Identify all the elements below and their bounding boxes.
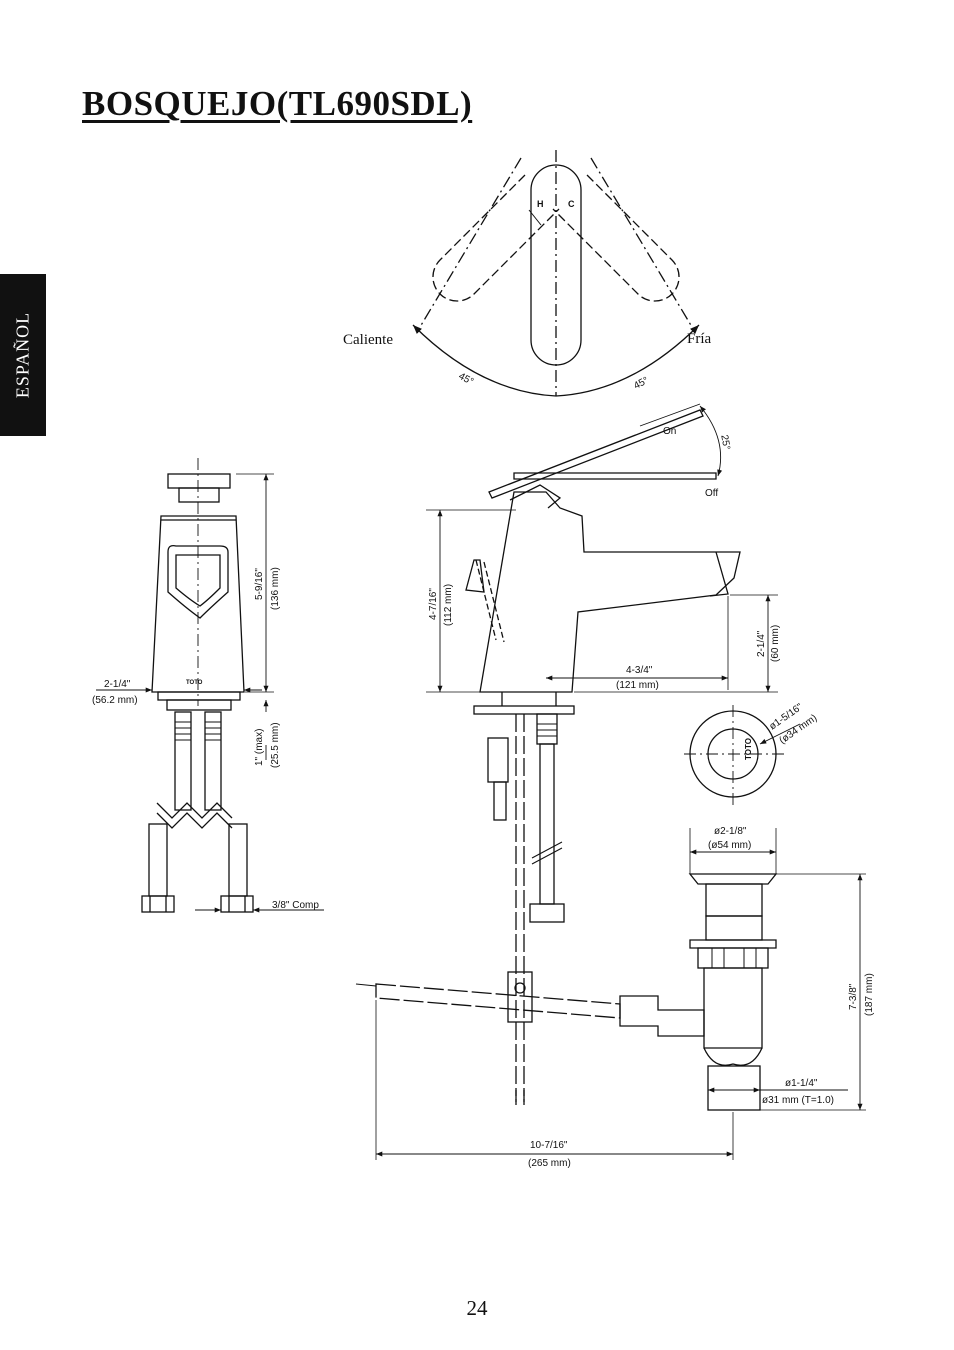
drain-assembly — [355, 705, 866, 1160]
front-connector: 3/8" Comp — [272, 900, 319, 911]
front-base-mm: (56.2 mm) — [92, 695, 138, 706]
drain-height-mm: (187 mm) — [864, 973, 875, 1016]
mark-c: C — [568, 199, 575, 209]
drain-cap-brand: TOTO — [744, 738, 753, 760]
side-height-in: 4-7/16" — [428, 588, 439, 620]
front-shank-mm: (25.5 mm) — [270, 722, 281, 768]
spout-height-in: 2-1/4" — [756, 630, 767, 657]
rod-length-mm: (265 mm) — [528, 1158, 571, 1169]
tail-in: ø1-1/4" — [785, 1078, 818, 1089]
tail-mm: ø31 mm (T=1.0) — [762, 1095, 834, 1106]
side-view — [426, 403, 778, 1102]
drain-height-in: 7-3/8" — [848, 983, 859, 1010]
side-height-mm: (112 mm) — [443, 584, 454, 626]
page-title: BOSQUEJO(TL690SDL) — [82, 84, 473, 123]
top-view — [412, 150, 700, 397]
front-brand: TOTO — [186, 680, 203, 686]
rod-length-in: 10-7/16" — [530, 1140, 568, 1151]
front-view — [96, 458, 324, 913]
flange-in: ø2-1/8" — [714, 826, 747, 837]
mark-h: H — [537, 199, 544, 209]
front-height-mm: (136 mm) — [270, 567, 281, 610]
reach-in: 4-3/4" — [626, 665, 653, 676]
angle-right-label: 45° — [632, 375, 651, 392]
reach-mm: (121 mm) — [616, 680, 659, 691]
cold-label: Fría — [687, 331, 712, 347]
lever-off-label: Off — [705, 488, 718, 499]
angle-left-label: 45° — [457, 371, 476, 388]
lever-angle-label: 25° — [718, 434, 731, 451]
front-height-in: 5-9/16" — [254, 568, 265, 600]
lever-on-label: On — [663, 426, 676, 437]
front-shank-in: 1" (max) — [254, 729, 265, 766]
spout-height-mm: (60 mm) — [770, 625, 781, 662]
page-number: 24 — [466, 1296, 488, 1320]
flange-mm: (ø54 mm) — [708, 840, 751, 851]
front-base-in: 2-1/4" — [104, 679, 131, 690]
hot-label: Caliente — [343, 332, 393, 348]
language-tab: ESPAÑOL — [0, 274, 46, 436]
